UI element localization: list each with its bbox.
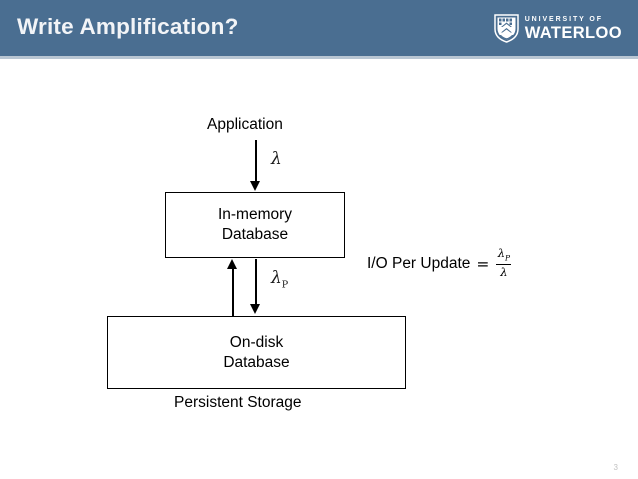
page-title: Write Amplification? <box>17 14 239 39</box>
formula-numerator-sub: P <box>505 253 511 263</box>
diagram-label-application: Application <box>207 116 283 133</box>
formula-equals-sign: = <box>476 254 490 273</box>
arrow-ondisk-to-inmemory-head <box>227 259 238 269</box>
slide-header-bar <box>0 0 638 56</box>
write-amplification-diagram: Application λ In-memory Database λP On-d… <box>0 60 638 455</box>
formula-fraction-bar <box>496 263 512 265</box>
formula-numerator-base: λ <box>497 246 506 260</box>
formula-denominator: λ <box>500 264 508 279</box>
formula-text: I/O Per Update <box>367 254 471 272</box>
edge-label-lambda-p: λP <box>271 268 288 290</box>
edge-label-lambda-p-sub: P <box>281 279 289 291</box>
arrow-inmemory-to-ondisk-shaft <box>255 259 257 305</box>
node-in-memory-database-line1: In-memory <box>217 206 293 224</box>
header-divider <box>0 56 638 59</box>
formula-fraction: λP λ <box>496 247 512 279</box>
arrow-inmemory-to-ondisk-head <box>250 304 261 314</box>
node-on-disk-database: On-disk Database <box>107 316 406 389</box>
arrow-app-to-inmemory-head <box>250 181 261 191</box>
logo-line-waterloo: WATERLOO <box>524 23 622 42</box>
waterloo-shield-icon <box>493 14 519 43</box>
header-divider-inner <box>0 59 638 60</box>
edge-label-lambda: λ <box>271 149 282 169</box>
arrow-ondisk-to-inmemory-shaft <box>232 268 234 316</box>
node-on-disk-database-line2: Database <box>223 353 290 371</box>
logo-wordmark: UNIVERSITY OF WATERLOO <box>525 16 622 42</box>
node-on-disk-database-line1: On-disk <box>229 333 284 351</box>
arrow-app-to-inmemory-shaft <box>255 140 257 182</box>
logo-line-university-of: UNIVERSITY OF <box>524 15 603 23</box>
node-in-memory-database-line2: Database <box>221 226 289 243</box>
university-logo: UNIVERSITY OF WATERLOO <box>493 13 622 44</box>
edge-label-lambda-p-base: λ <box>271 268 282 288</box>
formula-numerator: λP <box>497 247 511 263</box>
io-per-update-formula: I/O Per Update = λP λ <box>367 247 512 280</box>
page-number: 3 <box>613 463 618 472</box>
diagram-label-persistent-storage: Persistent Storage <box>174 394 302 411</box>
node-in-memory-database: In-memory Database <box>165 192 345 258</box>
